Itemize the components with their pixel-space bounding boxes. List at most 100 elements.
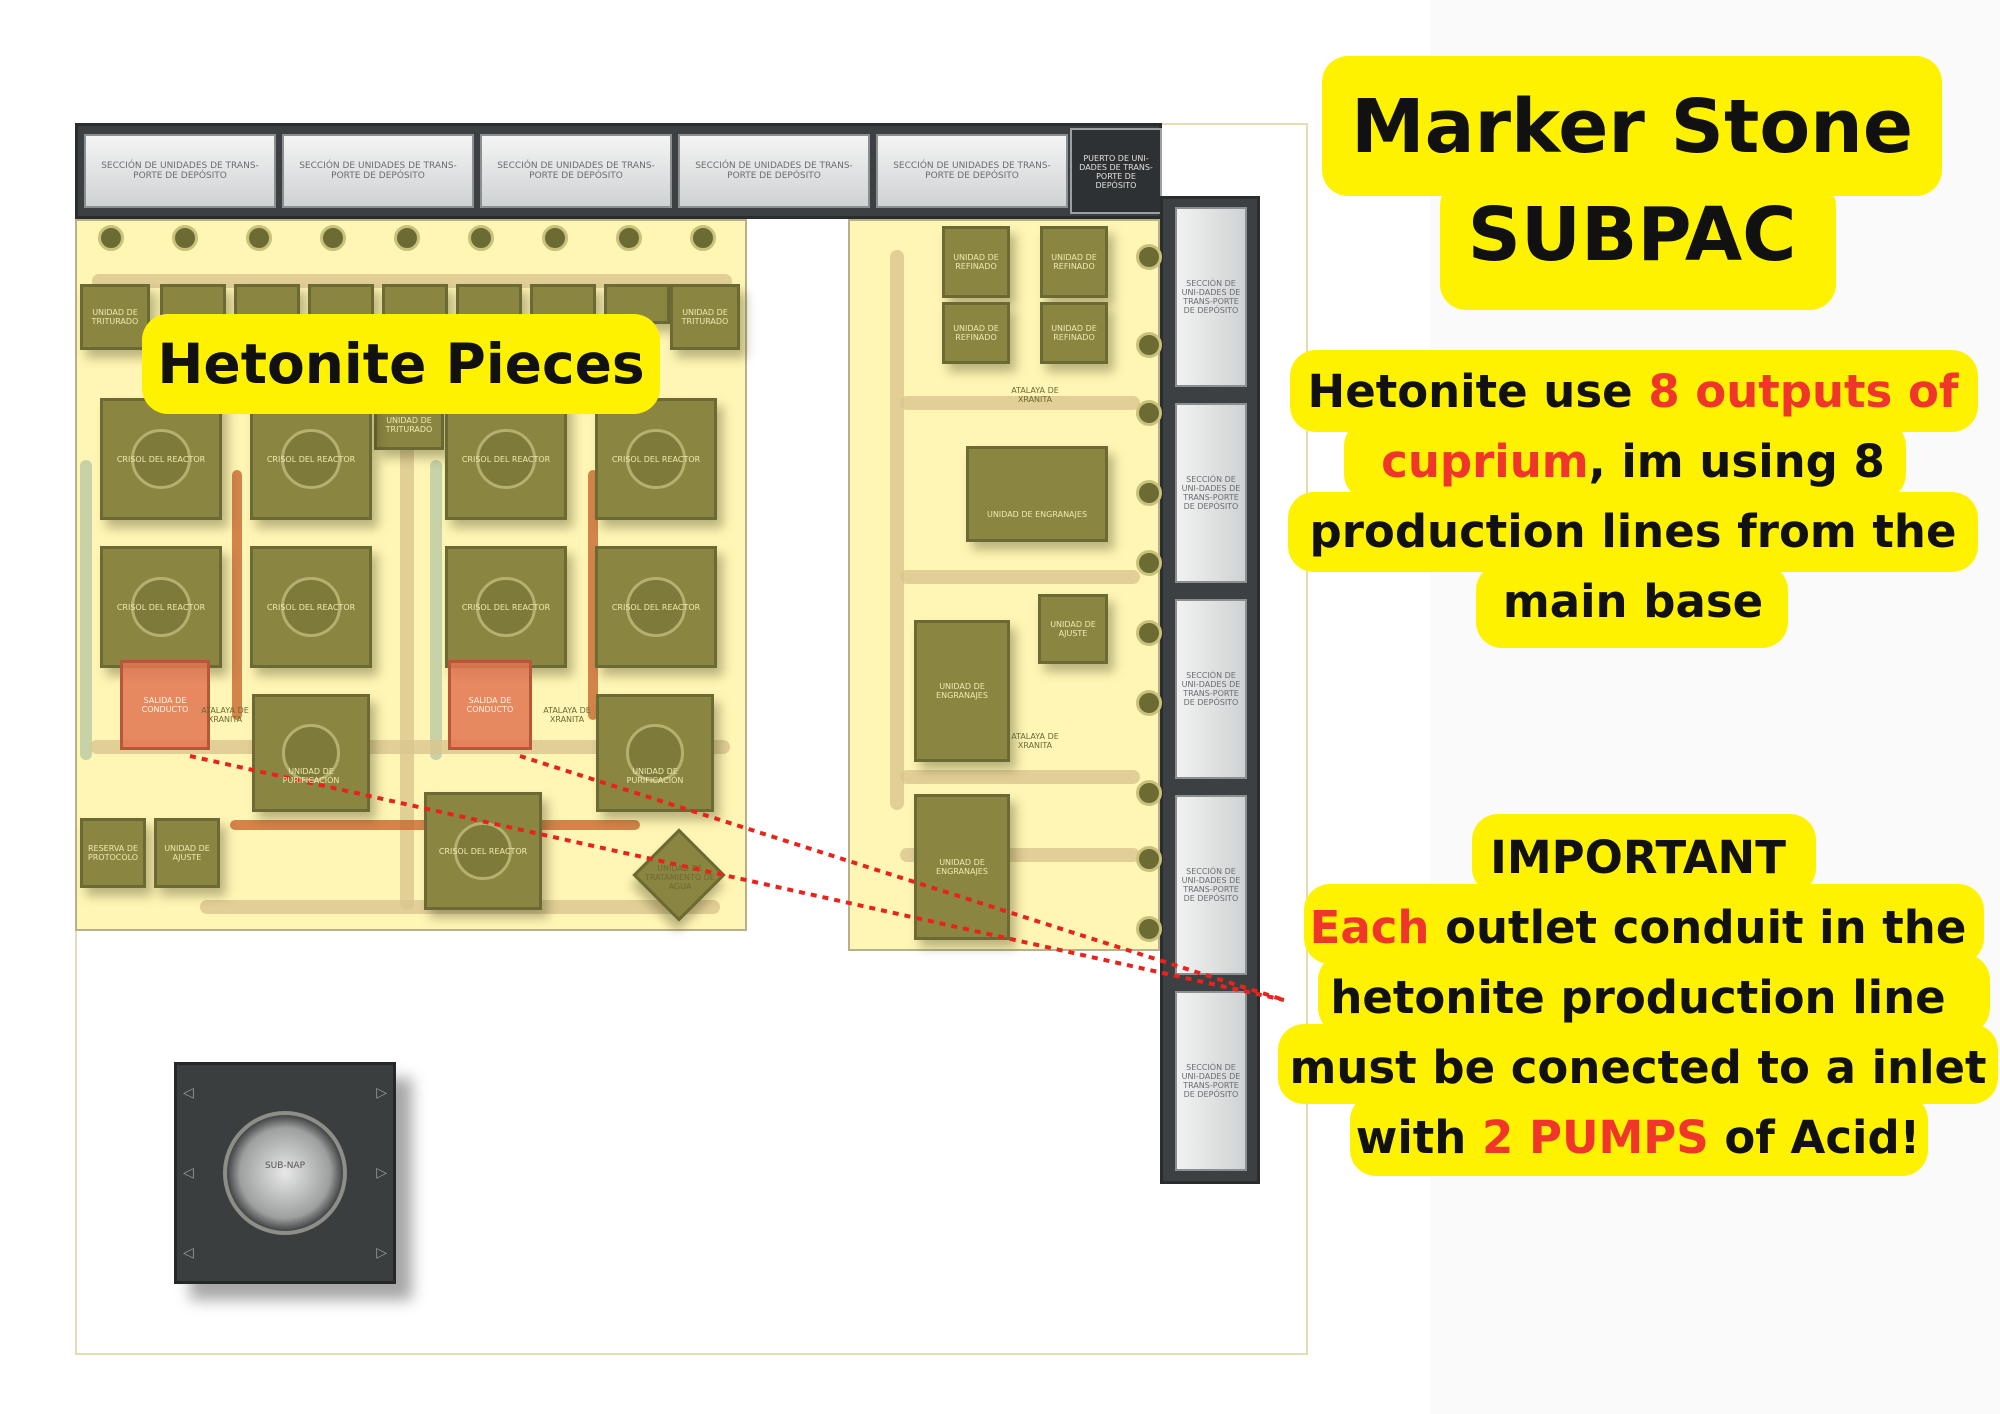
reactor-crucible[interactable]: CRISOL DEL REACTOR (595, 398, 717, 520)
connector-node[interactable] (98, 225, 124, 251)
connector-node[interactable] (1136, 620, 1162, 646)
connector-node[interactable] (542, 225, 568, 251)
arrow-right-icon: ▷ (376, 1165, 387, 1181)
hetonite-pieces-label: Hetonite Pieces (142, 314, 660, 414)
unit-label: UNIDAD DE PURIFICACIÓN (282, 767, 340, 785)
connector-node[interactable] (172, 225, 198, 251)
refining-unit[interactable]: UNIDAD DE REFINADO (1040, 226, 1108, 298)
connector-node[interactable] (1136, 690, 1162, 716)
connector-node[interactable] (1136, 550, 1162, 576)
connector-node[interactable] (394, 225, 420, 251)
reactor-crucible[interactable]: CRISOL DEL REACTOR (100, 398, 222, 520)
refining-unit[interactable]: UNIDAD DE REFINADO (942, 302, 1010, 364)
reactor-crucible[interactable]: CRISOL DEL REACTOR (445, 546, 567, 668)
purification-core (282, 724, 340, 782)
title-pill-top (1322, 56, 1942, 196)
note1-pill (1344, 420, 1906, 500)
side-belt-segment[interactable]: SECCIÓN DE UNI-DADES DE TRANS-PORTE DE D… (1175, 795, 1247, 975)
note1-line-1: Hetonite use 8 outputs of (1288, 366, 1978, 418)
pipe (400, 430, 414, 910)
reactor-crucible[interactable]: CRISOL DEL REACTOR (445, 398, 567, 520)
reactor-crucible[interactable]: CRISOL DEL REACTOR (250, 546, 372, 668)
crusher-unit[interactable]: UNIDAD DE TRITURADO (670, 284, 740, 350)
unit-label: UNIDAD DE REFINADO (953, 324, 999, 342)
reactor-crucible[interactable]: CRISOL DEL REACTOR (250, 398, 372, 520)
dotted-line (519, 754, 1285, 1002)
connector-node[interactable] (1136, 780, 1162, 806)
unit-label: UNIDAD DE ENGRANAJES (936, 858, 988, 876)
connector-node[interactable] (1136, 916, 1162, 942)
deposit-transport-port[interactable]: PUERTO DE UNI-DADES DE TRANS-PORTE DE DE… (1070, 128, 1162, 214)
connector-node[interactable] (320, 225, 346, 251)
adjustment-unit[interactable]: UNIDAD DE AJUSTE (154, 818, 220, 888)
connector-node[interactable] (468, 225, 494, 251)
xranita-watchtower-label: ATALAYA DE XRANITA (1011, 386, 1059, 404)
pipe (900, 396, 1140, 410)
belt-segment[interactable]: SECCIÓN DE UNIDADES DE TRANS-PORTE DE DE… (678, 134, 870, 208)
refining-unit[interactable]: UNIDAD DE REFINADO (1040, 302, 1108, 364)
note1-pill (1476, 564, 1788, 648)
belt-segment[interactable]: SECCIÓN DE UNIDADES DE TRANS-PORTE DE DE… (84, 134, 276, 208)
connector-node[interactable] (690, 225, 716, 251)
belt-segment-label: SECCIÓN DE UNIDADES DE TRANS-PORTE DE DE… (695, 161, 853, 181)
subnap-station[interactable]: SUB-NAP ◁ ◁ ◁ ▷ ▷ ▷ (174, 1062, 396, 1284)
unit-label: UNIDAD DE ENGRANAJES (986, 509, 1088, 519)
side-belt-segment[interactable]: SECCIÓN DE UNI-DADES DE TRANS-PORTE DE D… (1175, 403, 1247, 583)
reactor-core (131, 577, 191, 637)
reactor-crucible[interactable]: CRISOL DEL REACTOR (595, 546, 717, 668)
connector-node[interactable] (1136, 332, 1162, 358)
reactor-core (454, 822, 512, 880)
connector-node[interactable] (246, 225, 272, 251)
outlet-conduit[interactable]: SALIDA DE CONDUCTO (120, 660, 210, 750)
belt-segment[interactable]: SECCIÓN DE UNIDADES DE TRANS-PORTE DE DE… (876, 134, 1068, 208)
gear-unit[interactable]: UNIDAD DE ENGRANAJES (914, 620, 1010, 762)
arrow-right-icon: ▷ (376, 1245, 387, 1261)
belt-segment[interactable]: SECCIÓN DE UNIDADES DE TRANS-PORTE DE DE… (282, 134, 474, 208)
outlet-conduit[interactable]: SALIDA DE CONDUCTO (448, 660, 532, 750)
connector-node[interactable] (1136, 846, 1162, 872)
connector-node[interactable] (1136, 400, 1162, 426)
note1-text: Hetonite use (1307, 365, 1649, 418)
top-transport-belt[interactable]: SECCIÓN DE UNIDADES DE TRANS-PORTE DE DE… (75, 123, 1162, 219)
protocol-reserve[interactable]: RESERVA DE PROTOCOLO (80, 818, 146, 888)
port-label: PUERTO DE UNI-DADES DE TRANS-PORTE DE DE… (1079, 154, 1153, 190)
pipe (230, 820, 430, 830)
note2-pill (1472, 814, 1816, 894)
arrow-left-icon: ◁ (183, 1165, 194, 1181)
belt-segment[interactable]: SECCIÓN DE UNIDADES DE TRANS-PORTE DE DE… (480, 134, 672, 208)
purification-unit[interactable]: UNIDAD DE PURIFICACIÓN (252, 694, 370, 812)
unit-label: SALIDA DE CONDUCTO (141, 696, 189, 714)
unit-label: CRISOL DEL REACTOR (461, 454, 551, 464)
xranita-watchtower-label: ATALAYA DE XRANITA (201, 706, 249, 724)
purification-unit[interactable]: UNIDAD DE PURIFICACIÓN (596, 694, 714, 812)
side-belt-segment[interactable]: SECCIÓN DE UNI-DADES DE TRANS-PORTE DE D… (1175, 599, 1247, 779)
connector-node[interactable] (1136, 244, 1162, 270)
side-segment-label: SECCIÓN DE UNI-DADES DE TRANS-PORTE DE D… (1181, 475, 1241, 511)
unit-label: CRISOL DEL REACTOR (116, 602, 206, 612)
pipe (90, 740, 730, 754)
reactor-crucible[interactable]: CRISOL DEL REACTOR (100, 546, 222, 668)
connector-node[interactable] (616, 225, 642, 251)
pipe (520, 820, 640, 830)
side-belt-segment[interactable]: SECCIÓN DE UNI-DADES DE TRANS-PORTE DE D… (1175, 207, 1247, 387)
gear-unit[interactable]: UNIDAD DE ENGRANAJES (914, 794, 1010, 940)
reactor-core (626, 429, 686, 489)
unit-label: UNIDAD DE ENGRANAJES (936, 682, 988, 700)
side-belt-segment[interactable]: SECCIÓN DE UNI-DADES DE TRANS-PORTE DE D… (1175, 991, 1247, 1171)
unit-label: CRISOL DEL REACTOR (266, 602, 356, 612)
reactor-core (476, 429, 536, 489)
note2-text: with (1355, 1111, 1483, 1164)
reactor-core (131, 429, 191, 489)
crusher-unit[interactable]: UNIDAD DE TRITURADO (80, 284, 150, 350)
note2-text: outlet conduit in the (1429, 901, 1967, 954)
connector-node[interactable] (1136, 480, 1162, 506)
refining-unit[interactable]: UNIDAD DE REFINADO (942, 226, 1010, 298)
gear-unit[interactable]: UNIDAD DE ENGRANAJES (966, 446, 1108, 542)
adjustment-unit[interactable]: UNIDAD DE AJUSTE (1038, 594, 1108, 664)
subnap-dome (223, 1111, 347, 1235)
note2-line-4: must be conected to a inlet (1289, 1041, 1987, 1094)
unit-label: RESERVA DE PROTOCOLO (87, 844, 139, 862)
belt-segment-label: SECCIÓN DE UNIDADES DE TRANS-PORTE DE DE… (101, 161, 259, 181)
reactor-crucible[interactable]: CRISOL DEL REACTOR (424, 792, 542, 910)
side-transport-belt[interactable]: SECCIÓN DE UNI-DADES DE TRANS-PORTE DE D… (1160, 196, 1260, 1184)
